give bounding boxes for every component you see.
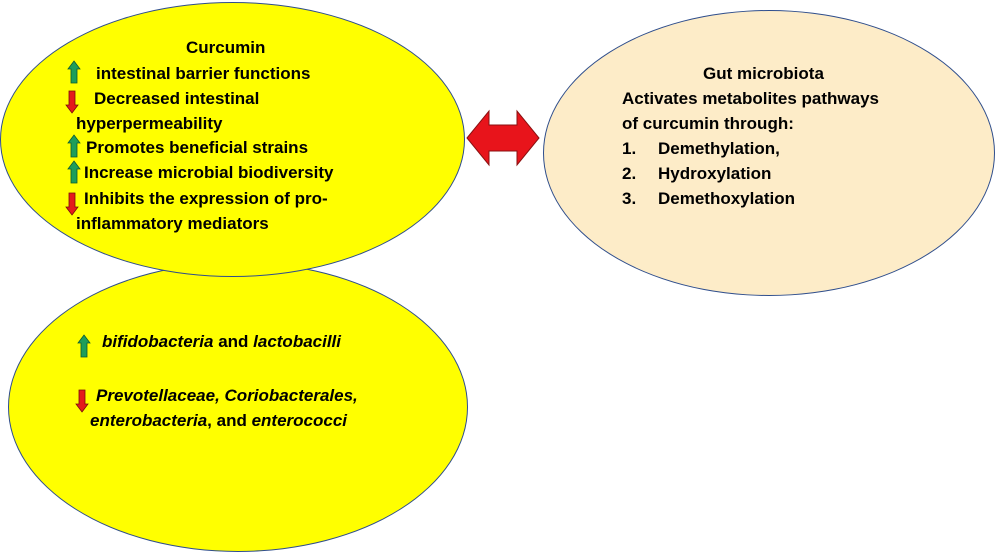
curcumin-item-2: Decreased intestinal [94, 89, 260, 108]
double-arrow-icon [466, 109, 540, 167]
curcumin-item-2-cont: hyperpermeability [76, 114, 223, 133]
gut-step-2-num: 2. [622, 164, 637, 183]
bifidobacteria-label: bifidobacteria [102, 332, 214, 351]
down-arrow-icon [65, 192, 79, 216]
curcumin-title: Curcumin [186, 38, 266, 57]
gut-step-1-num: 1. [622, 139, 637, 158]
curcumin-item-3: Promotes beneficial strains [86, 138, 309, 157]
curcumin-item-4: Increase microbial biodiversity [84, 163, 334, 182]
down-arrow-icon [75, 389, 89, 413]
lactobacilli-label: lactobacilli [253, 332, 342, 351]
down-arrow-icon [65, 90, 79, 114]
gut-title: Gut microbiota [703, 64, 824, 83]
gut-step-3: Demethoxylation [658, 189, 795, 208]
up-arrow-icon [67, 60, 81, 84]
up-arrow-icon [77, 334, 91, 358]
curcumin-item-5-cont: inflammatory mediators [76, 214, 269, 233]
decrease-bacteria-line-2: enterobacteria, and enterococci [90, 409, 347, 433]
enterobacteria-label: enterobacteria [90, 411, 208, 430]
and-label: and [213, 332, 254, 351]
curcumin-item-1: intestinal barrier functions [96, 64, 311, 83]
increase-bacteria-line: bifidobacteria and lactobacilli [102, 330, 341, 354]
gut-step-1: Demethylation, [658, 139, 780, 158]
up-arrow-icon [67, 134, 81, 158]
curcumin-item-5: Inhibits the expression of pro- [84, 189, 328, 208]
gut-line-2: of curcumin through: [622, 114, 794, 133]
gut-microbiota-ellipse [543, 10, 995, 296]
decrease-bacteria-line-1: Prevotellaceae, Coriobacterales, [96, 386, 358, 405]
enterococci-label: enterococci [251, 411, 348, 430]
gut-line-1: Activates metabolites pathways [622, 89, 879, 108]
gut-step-2: Hydroxylation [658, 164, 772, 183]
gut-step-3-num: 3. [622, 189, 637, 208]
and-label-2: , and [207, 411, 252, 430]
up-arrow-icon [67, 160, 81, 184]
